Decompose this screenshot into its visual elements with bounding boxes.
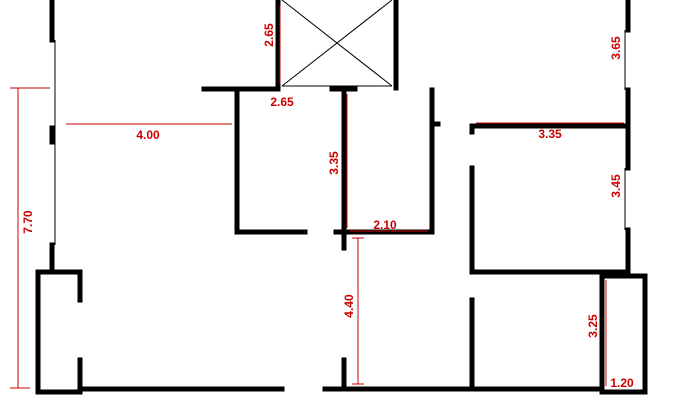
dim-label-left-room-width: 4.00 [136, 128, 160, 142]
dim-label-center-room-height: 3.35 [327, 151, 341, 175]
dim-label-overall-left-height: 7.70 [21, 210, 35, 234]
dim-label-right-room-height: 3.45 [609, 174, 623, 198]
dim-label-right-room-width: 3.35 [538, 127, 562, 141]
shaft-cross-2 [281, 0, 393, 87]
dim-label-corridor-height: 4.40 [342, 294, 356, 318]
dim-label-bottom-right-width: 1.20 [610, 376, 634, 390]
walls [35, 0, 648, 395]
dim-label-top-right-height: 3.65 [609, 36, 623, 60]
dimension-labels: 2.65 2.65 3.65 4.00 3.35 7.70 3.35 3.45 … [21, 23, 634, 390]
dim-label-shaft-left-height: 2.65 [262, 23, 276, 47]
dim-label-shaft-bottom-width: 2.65 [270, 95, 294, 109]
dim-label-bottom-right-height: 3.25 [586, 314, 600, 338]
dimension-lines [10, 6, 624, 389]
dim-label-center-room-width: 2.10 [373, 218, 397, 232]
